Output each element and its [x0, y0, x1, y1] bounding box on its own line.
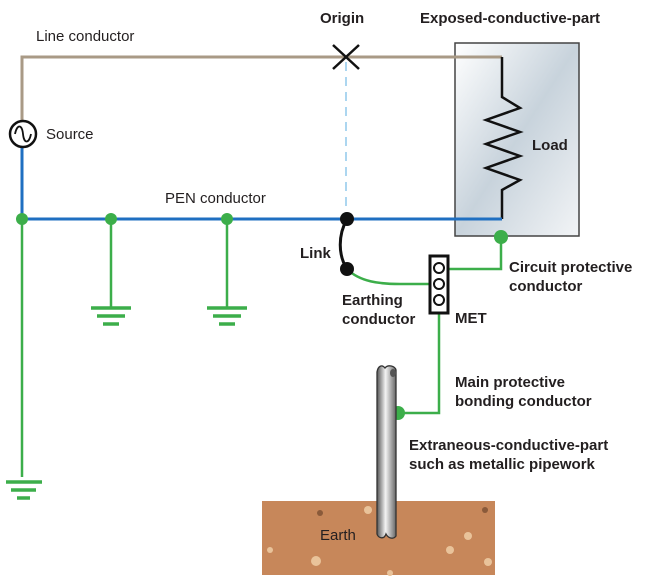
- label-exposed-conductive-part: Exposed-conductive-part: [420, 10, 600, 27]
- label-extraneous-2: such as metallic pipework: [409, 456, 596, 473]
- source-icon: [8, 119, 38, 149]
- label-link: Link: [300, 245, 331, 262]
- met-terminal-icon: [428, 254, 450, 315]
- earth-conductors: [20, 219, 503, 477]
- label-earth: Earth: [320, 527, 356, 544]
- link-bottom-dot: [340, 262, 354, 276]
- label-origin: Origin: [320, 10, 364, 27]
- label-extraneous-1: Extraneous-conductive-part: [409, 437, 608, 454]
- label-main-bonding-1: Main protective: [455, 374, 565, 391]
- label-circuit-protective-1: Circuit protective: [509, 259, 632, 276]
- exposed-conductive-part-box: [454, 42, 580, 237]
- label-load: Load: [532, 137, 568, 154]
- label-main-bonding-2: bonding conductor: [455, 393, 592, 410]
- link-top-dot: [340, 212, 354, 226]
- label-circuit-protective-2: conductor: [509, 278, 582, 295]
- origin-cross-icon: [332, 44, 360, 70]
- label-earthing-conductor-1: Earthing: [342, 292, 403, 309]
- line-conductor: [20, 55, 502, 122]
- earth-symbol-icon: [207, 306, 247, 326]
- metallic-pipe: [376, 365, 397, 539]
- label-source: Source: [46, 126, 94, 143]
- label-earthing-conductor-2: conductor: [342, 311, 415, 328]
- pen-conductor: [20, 148, 502, 221]
- earth-symbol-icon: [91, 306, 131, 326]
- link: [338, 218, 349, 270]
- earth-symbol-icon: [6, 480, 42, 500]
- label-pen-conductor: PEN conductor: [165, 190, 266, 207]
- junction-dots: [16, 213, 508, 420]
- load-resistor: [482, 57, 524, 219]
- label-met: MET: [455, 310, 487, 327]
- label-line-conductor: Line conductor: [36, 28, 134, 45]
